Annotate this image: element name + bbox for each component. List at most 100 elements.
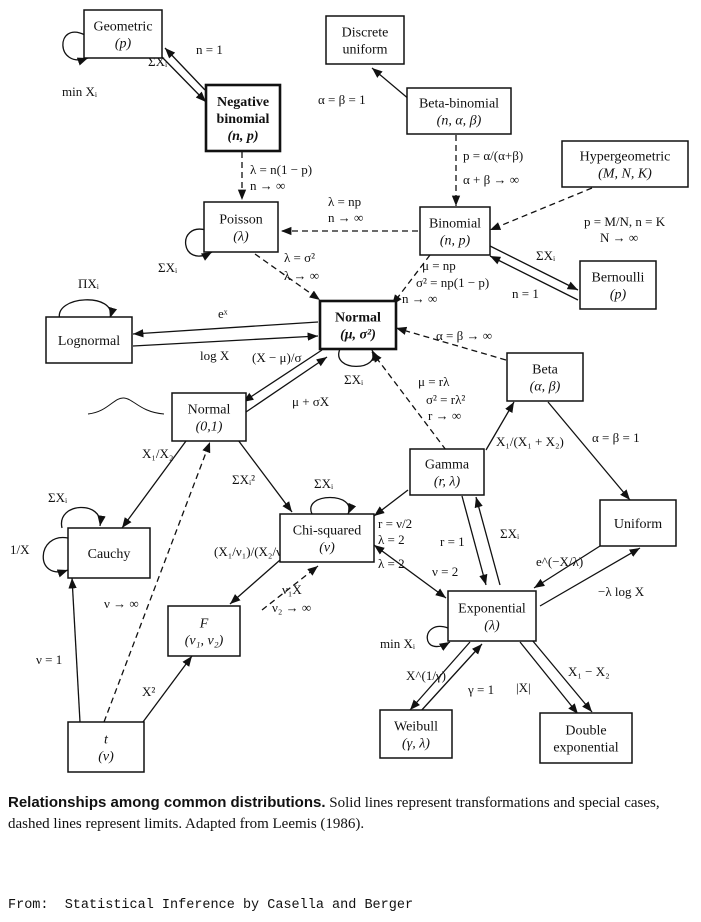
node-lognormal: Lognormal: [45, 316, 133, 364]
edge-label-poi-norm-1: λ = σ²: [284, 250, 315, 265]
edge-label-gam-beta: X₁/(X₁ + X₂): [496, 434, 564, 449]
edge-uniform-exp: [533, 545, 601, 589]
edge-geometric-negbin: [159, 54, 207, 103]
edge-label-exp-min: min Xᵢ: [380, 636, 416, 651]
node-beta: Beta(α, β): [506, 352, 584, 402]
edge-label-beta-unif: α = β = 1: [592, 430, 640, 445]
node-label-line1: Uniform: [614, 517, 662, 532]
edge-label-exp-weib-1: X^(1/γ): [406, 668, 446, 683]
node-label-line2: (0,1): [196, 420, 223, 435]
node-label-line2: uniform: [342, 43, 387, 58]
edge-beta-normal: [395, 326, 507, 361]
node-label-line1: Gamma: [425, 458, 470, 473]
edge-label-bin-norm-3: n → ∞: [402, 291, 437, 306]
edge-label-bin-poi-1: λ = np: [328, 194, 361, 209]
node-label-line1: Beta: [532, 363, 558, 378]
edge-label-f-chi: (X₁/ν₁)/(X₂/ν₂): [214, 544, 291, 559]
edge-t-stdnormal: [103, 441, 211, 723]
edge-label-chi-exp-2: ν = 2: [432, 564, 458, 579]
edge-label-t-f: X²: [142, 684, 155, 699]
edge-gamma-chi: [373, 489, 409, 517]
caption-text: Solid lines represent transformations an…: [8, 795, 660, 832]
edge-negbin-geometric: [164, 47, 206, 91]
edge-label-logn-prod: ΠXᵢ: [78, 276, 100, 291]
edge-label-gam-chi-1: r = ν/2: [378, 516, 412, 531]
edge-label-exp-dexp-1: X₁ − X₂: [568, 664, 610, 679]
edge-weibull-exp: [419, 643, 483, 713]
node-box: [67, 527, 151, 579]
edge-label-gam-exp-sum: ΣXᵢ: [500, 526, 520, 541]
node-geometric: Geometric (p): [83, 9, 163, 59]
edge-normal-self: [338, 348, 381, 367]
node-box: [167, 605, 241, 657]
edge-label-bb-du: α = β = 1: [318, 92, 366, 107]
edge-poisson-self: [184, 228, 213, 261]
edge-label-cauchy-sum: ΣXᵢ: [48, 490, 68, 505]
node-label-line1: Bernoulli: [592, 271, 645, 286]
node-box: [579, 260, 657, 310]
edge-label-cauchy-inv: 1/X: [10, 542, 30, 557]
node-normal: Normal(μ, σ²): [318, 299, 398, 351]
node-box: [279, 513, 375, 563]
edge-label-norm-sum: ΣXᵢ: [344, 372, 364, 387]
edge-label-nb-poi-2: n → ∞: [250, 178, 285, 193]
node-box: [447, 590, 537, 642]
edge-exp-gamma: [474, 496, 501, 586]
node-beta-binomial: Beta-binomial(n, α, β): [406, 87, 512, 135]
edge-chi-self: [310, 496, 357, 515]
edge-label-hyp-bin-2: N → ∞: [600, 230, 638, 245]
edge-stdnormal-normal: [245, 356, 328, 413]
node-box: [45, 316, 133, 364]
node-label-line1: Cauchy: [88, 547, 131, 562]
edge-label-bb-bin-p2: α + β → ∞: [463, 172, 519, 187]
edge-label-t-cauchy: ν = 1: [36, 652, 62, 667]
node-box: [506, 352, 584, 402]
edge-label-beta-norm: α = β → ∞: [436, 328, 492, 343]
node-label-line2: (p): [115, 37, 132, 52]
node-box: [599, 499, 677, 547]
node-label-line2: (r, λ): [434, 475, 461, 490]
edge-t-f: [139, 655, 193, 727]
edge-label-chi-f-1: ν₁X: [282, 582, 302, 597]
node-box: [406, 87, 512, 135]
edge-label-poi-sum: ΣXᵢ: [158, 260, 178, 275]
node-label-line3: (n, p): [227, 129, 258, 144]
node-label-line2: (ν): [98, 750, 114, 765]
edge-bernoulli-binomial: [489, 255, 579, 301]
edge-label-gam-norm-3: r → ∞: [428, 408, 461, 423]
node-box: [325, 15, 405, 65]
edge-t-cauchy: [68, 577, 81, 723]
node-std-normal: Normal(0,1): [171, 392, 247, 442]
edge-label-chi-f-2: ν₂ → ∞: [272, 600, 311, 615]
node-label-line1: Beta-binomial: [419, 97, 499, 112]
node-label-line1: Poisson: [219, 213, 263, 228]
node-label-line1: Binomial: [429, 217, 481, 232]
edge-gamma-exp: [461, 495, 488, 586]
edge-label-poi-norm-2: λ → ∞: [284, 268, 319, 283]
node-box: [419, 206, 491, 256]
edge-cauchy-self: [60, 506, 106, 529]
node-box: [561, 140, 689, 188]
edge-label-geo-nb-n1: n = 1: [196, 42, 223, 57]
edge-label-bin-poi-2: n → ∞: [328, 210, 363, 225]
edge-label-t-std: ν → ∞: [104, 596, 139, 611]
bell-curve-doodle: [87, 397, 165, 415]
node-box: [67, 721, 145, 773]
node-binomial: Binomial(n, p): [419, 206, 491, 256]
edge-normal-stdnormal: [242, 349, 323, 403]
edge-label-logn-ex: eˣ: [218, 306, 228, 321]
edge-label-std-norm: μ + σX: [292, 394, 330, 409]
node-f: F(ν₁, ν₂): [167, 605, 241, 657]
node-t: t (ν): [67, 721, 145, 773]
source-note: From: Statistical Inference by Casella a…: [8, 898, 414, 913]
node-label-line2: (λ): [233, 230, 249, 245]
node-label-line1: t: [104, 733, 109, 748]
node-hypergeometric: Hypergeometric(M, N, K): [561, 140, 689, 188]
node-label-line1: Geometric: [93, 20, 152, 35]
edge-exp-dexp1: [519, 641, 579, 715]
edge-normal-lognormal: [132, 321, 319, 338]
edge-hyper-binomial: [489, 187, 593, 231]
edge-exp-dexp2: [531, 639, 593, 713]
edge-label-bin-norm-1: μ = np: [422, 258, 456, 273]
